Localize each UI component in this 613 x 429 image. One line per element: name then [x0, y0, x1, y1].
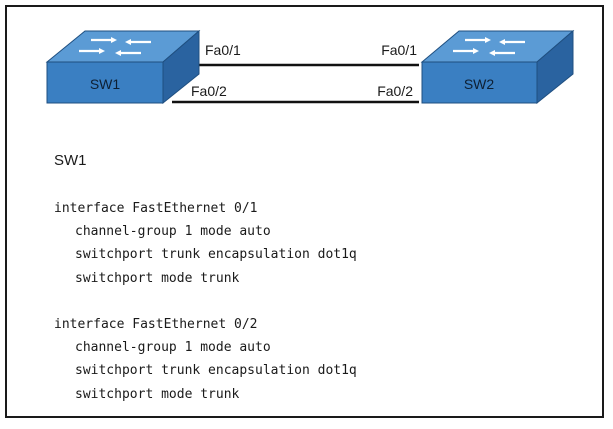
sw1-port-fa0-1-label: Fa0/1	[205, 42, 241, 58]
switch-sw2: SW2	[420, 29, 575, 105]
sw2-port-fa0-2-label: Fa0/2	[377, 83, 413, 99]
config-line: channel-group 1 mode auto	[75, 224, 271, 240]
sw2-port-fa0-1-label: Fa0/1	[381, 42, 417, 58]
switch-sw1-front	[46, 61, 164, 104]
config-line: channel-group 1 mode auto	[75, 340, 271, 356]
config-line: switchport mode trunk	[75, 386, 240, 402]
figure-frame: SW1 SW2 Fa0/1 Fa0/1 Fa0/2 Fa0/2 SW1 inte…	[5, 5, 604, 418]
network-topology-diagram: SW1 SW2 Fa0/1 Fa0/1 Fa0/2 Fa0/2	[45, 29, 575, 105]
switch-sw1-label: SW1	[90, 76, 121, 92]
config-block-fa0-2: interface FastEthernet 0/2 channel-group…	[54, 313, 357, 406]
config-line: switchport mode trunk	[75, 270, 240, 286]
switch-sw1: SW1	[45, 29, 201, 105]
sw1-port-fa0-2-label: Fa0/2	[191, 83, 227, 99]
config-block-fa0-1: interface FastEthernet 0/1 channel-group…	[54, 197, 357, 290]
config-interface-header: interface FastEthernet 0/2	[54, 317, 258, 332]
config-line: switchport trunk encapsulation dot1q	[75, 363, 357, 379]
config-device-title: SW1	[54, 152, 87, 169]
config-line: switchport trunk encapsulation dot1q	[75, 247, 357, 263]
config-interface-header: interface FastEthernet 0/1	[54, 201, 258, 216]
switch-sw2-front	[421, 61, 538, 104]
switch-sw2-label: SW2	[464, 76, 495, 92]
config-listing: interface FastEthernet 0/1 channel-group…	[54, 197, 357, 429]
